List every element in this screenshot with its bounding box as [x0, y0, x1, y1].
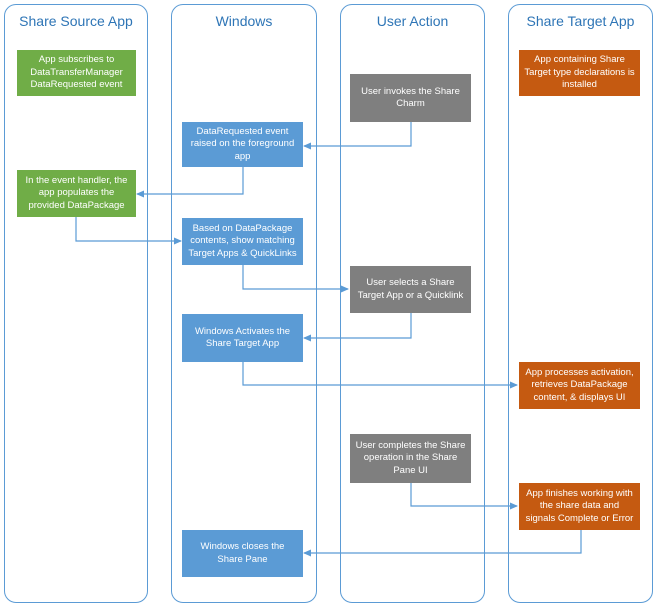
- arrow-completes-to-finishes: [410, 483, 518, 510]
- lane-title-windows: Windows: [215, 13, 273, 29]
- box-target-processes: App processes activation, retrieves Data…: [519, 362, 640, 409]
- arrow-show-targets-to-selects: [242, 265, 349, 293]
- box-user-completes: User completes the Share operation in th…: [350, 434, 471, 483]
- box-user-selects: User selects a Share Target App or a Qui…: [350, 266, 471, 313]
- arrow-invoke-to-raised: [303, 122, 412, 150]
- arrow-activates-to-processes: [242, 362, 518, 389]
- box-source-populates: In the event handler, the app populates …: [17, 170, 136, 217]
- box-windows-raised: DataRequested event raised on the foregr…: [182, 122, 303, 167]
- box-windows-activates: Windows Activates the Share Target App: [182, 314, 303, 362]
- arrow-selects-to-activates: [303, 313, 412, 342]
- arrow-finishes-to-closes: [303, 530, 582, 557]
- lane-windows: Windows: [171, 4, 317, 603]
- box-windows-show-targets: Based on DataPackage contents, show matc…: [182, 218, 303, 265]
- lane-title-user-action: User Action: [376, 13, 449, 29]
- box-source-subscribe: App subscribes to DataTransferManager Da…: [17, 50, 136, 96]
- arrow-populates-to-show-targets: [75, 217, 182, 245]
- lane-title-share-target-app: Share Target App: [526, 13, 635, 29]
- box-windows-closes: Windows closes the Share Pane: [182, 530, 303, 577]
- box-user-invokes: User invokes the Share Charm: [350, 74, 471, 122]
- box-target-finishes: App finishes working with the share data…: [519, 483, 640, 530]
- arrow-raised-to-populates: [136, 167, 244, 198]
- lane-title-share-source-app: Share Source App: [19, 13, 133, 29]
- lane-share-source-app: Share Source App: [4, 4, 148, 603]
- box-target-installed: App containing Share Target type declara…: [519, 50, 640, 96]
